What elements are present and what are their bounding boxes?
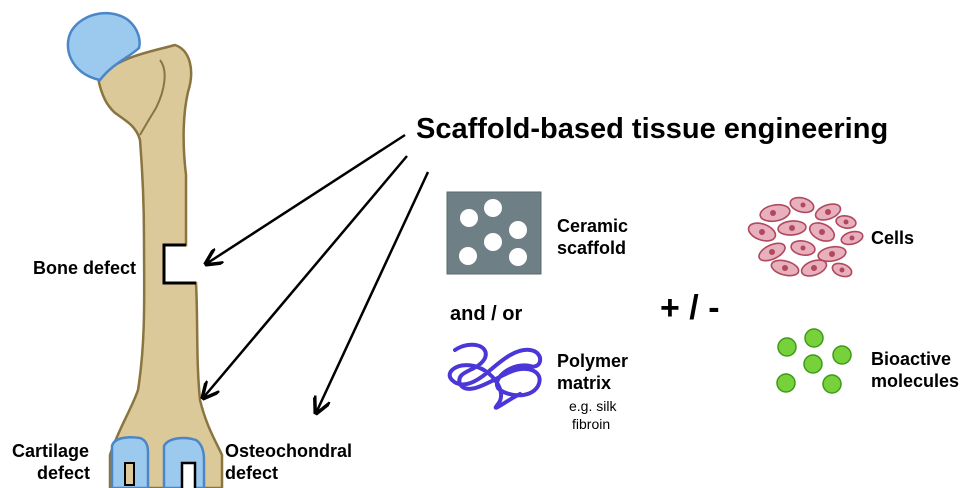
polymer-example-line2: fibroin xyxy=(572,416,610,433)
polymer-matrix-icon xyxy=(450,345,540,408)
polymer-label-line2: matrix xyxy=(557,372,611,394)
ceramic-label-line1: Ceramic xyxy=(557,215,628,237)
polymer-label-line1: Polymer xyxy=(557,350,628,372)
plus-minus-label: + / - xyxy=(660,289,720,328)
ceramic-scaffold-icon xyxy=(447,192,541,274)
osteochondral-defect-label-line2: defect xyxy=(225,462,278,484)
diagram-title: Scaffold-based tissue engineering xyxy=(416,113,888,146)
osteochondral-defect-label-line1: Osteochondral xyxy=(225,440,352,462)
cells-label: Cells xyxy=(871,227,914,249)
bioactive-label-line1: Bioactive xyxy=(871,348,951,370)
cells-icon xyxy=(746,195,864,279)
polymer-example-line1: e.g. silk xyxy=(569,398,616,415)
bone-defect-label: Bone defect xyxy=(33,257,136,279)
bioactive-label-line2: molecules xyxy=(871,370,959,392)
and-or-label: and / or xyxy=(450,303,522,326)
bone-defect-notch xyxy=(164,245,196,283)
osteochondral-defect-hole xyxy=(182,463,195,488)
ceramic-label-line2: scaffold xyxy=(557,237,626,259)
arrow-to-cartilage xyxy=(203,156,407,398)
cartilage-defect-hole xyxy=(125,463,134,485)
bioactive-molecules-icon xyxy=(777,329,851,393)
arrow-to-bone-defect xyxy=(206,135,405,264)
cartilage-defect-label-line1: Cartilage xyxy=(12,440,89,462)
arrow-to-osteochondral xyxy=(316,172,428,413)
cartilage-defect-label-line2: defect xyxy=(37,462,90,484)
